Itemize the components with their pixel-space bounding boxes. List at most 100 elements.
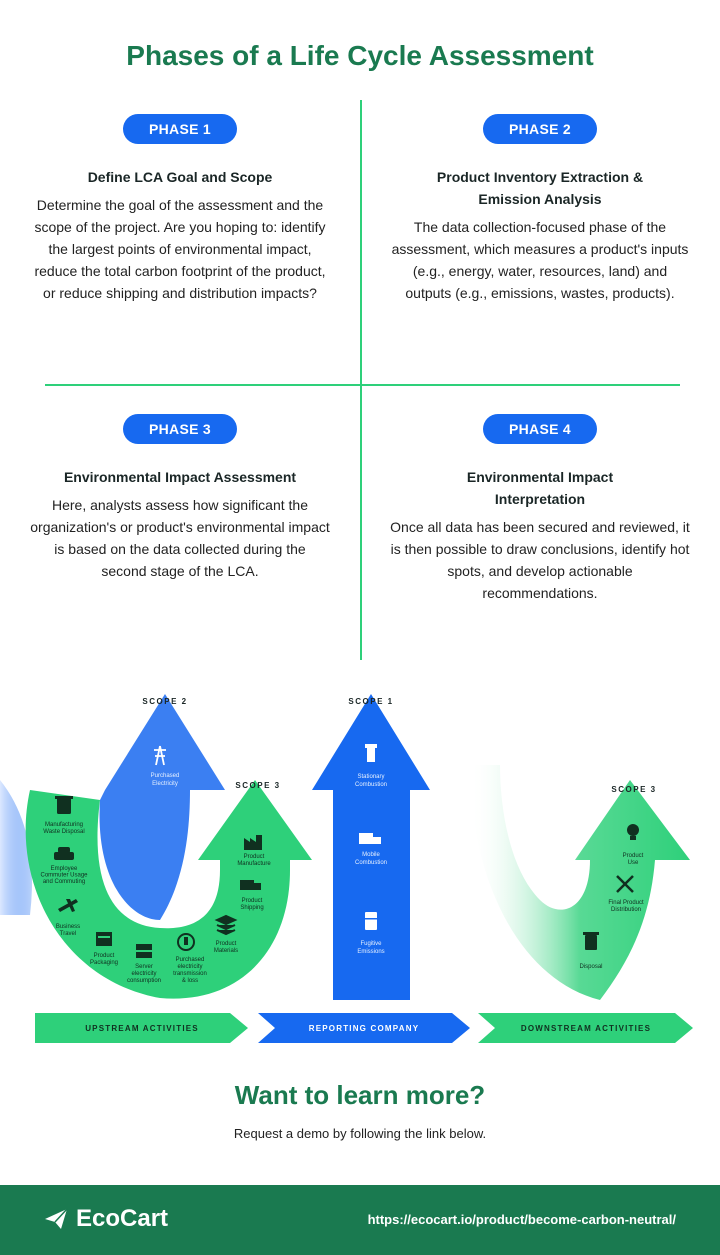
band-upstream [35,1013,248,1043]
phase-3-description: Here, analysts assess how significant th… [30,497,330,579]
factory-icon [244,835,262,850]
phase-2-card: PHASE 2 Product Inventory Extraction & E… [390,114,690,304]
scope-diagram: SCOPE 2 SCOPE 1 SCOPE 3 SCOPE 3 Purchase… [0,694,693,1043]
disposal-bin-icon [583,932,599,950]
band-reporting-label: REPORTING COMPANY [309,1024,419,1033]
waste-label-1: Manufacturing [45,822,83,828]
footer-link[interactable]: https://ecocart.io/product/become-carbon… [367,1212,676,1227]
distribution-arrows-icon [616,875,634,893]
employee-label-3: and Commuting [43,879,85,885]
phase-2-description: The data collection-focused phase of the… [391,219,689,301]
business-travel-label-2: Travel [60,931,76,937]
grid-divider-vertical [360,100,362,660]
mobile-label-2: Combustion [355,860,387,866]
airplane-icon [58,899,78,912]
packaging-label-1: Product [94,953,115,959]
purchased-elec-tl-label-1: Purchased [176,957,205,963]
purchased-electricity-label-2: Electricity [152,781,178,787]
shipping-label-2: Shipping [240,905,263,911]
package-box-icon [96,932,112,946]
scope3-downstream-label: SCOPE 3 [611,785,656,794]
band-upstream-label: UPSTREAM ACTIVITIES [85,1024,199,1033]
paper-plane-leaf-icon [45,1208,68,1229]
brand-name: EcoCart [76,1205,169,1232]
power-plug-icon [177,933,195,951]
stationary-label-1: Stationary [357,774,384,780]
packaging-label-2: Packaging [90,960,118,966]
trash-bin-icon [55,796,73,814]
scope1-label: SCOPE 1 [348,697,393,706]
phase-2-title: Product Inventory Extraction & Emission … [436,169,644,207]
employee-label-1: Employee [51,866,78,872]
car-icon [54,847,74,860]
footer: EcoCart https://ecocart.io/product/becom… [0,1185,720,1255]
server-icon [136,944,152,958]
fugitive-label-1: Fugitive [360,941,382,947]
refrigerator-icon [365,912,377,930]
cta-heading: Want to learn more? [234,1080,486,1110]
phase-3-title: Environmental Impact Assessment [63,469,297,485]
purchased-elec-tl-label-3: transmission [173,971,207,977]
distribution-label-2: Distribution [611,907,641,913]
phase-1-badge: PHASE 1 [122,114,237,144]
scope3-downstream-arrow [470,765,690,1000]
purchased-elec-tl-label-4: & loss [182,978,198,984]
phase-3-badge: PHASE 3 [122,414,237,444]
scope2-arrow [99,694,225,920]
scope2-label: SCOPE 2 [142,697,187,706]
stationary-combustion-icon [365,744,377,762]
use-label-1: Product [623,853,644,859]
phase-3-card: PHASE 3 Environmental Impact Assessment … [30,414,330,582]
manufacture-label-1: Product [244,854,265,860]
band-downstream [478,1013,693,1043]
band-reporting [258,1013,470,1043]
layers-icon [214,914,238,936]
left-blue-fade [0,780,32,915]
cta-subtext: Request a demo by following the link bel… [233,1126,487,1141]
brand-logo[interactable]: EcoCart [44,1205,168,1233]
materials-label-2: Materials [214,948,238,954]
phase-1-card: PHASE 1 Define LCA Goal and Scope Determ… [30,114,330,304]
waste-label-2: Waste Disposal [43,829,84,835]
disposal-label: Disposal [579,964,602,970]
page-title: Phases of a Life Cycle Assessment [126,40,594,71]
phase-4-badge: PHASE 4 [482,414,597,444]
phase-1-title: Define LCA Goal and Scope [87,169,273,185]
purchased-elec-tl-label-2: electricity [177,964,202,970]
shipping-label-1: Product [242,898,263,904]
band-downstream-label: DOWNSTREAM ACTIVITIES [521,1024,651,1033]
use-label-2: Use [628,860,639,866]
manufacture-label-2: Manufacture [237,861,271,867]
scope1-arrow [312,694,430,1000]
fugitive-label-2: Emissions [357,949,384,955]
materials-label-1: Product [216,941,237,947]
business-travel-label-1: Business [56,924,80,930]
employee-label-2: Commuter Usage [40,873,88,879]
grid-divider-horizontal [45,384,680,386]
server-label-3: consumption [127,978,161,984]
server-label-1: Server [135,964,153,970]
phase-2-badge: PHASE 2 [482,114,597,144]
truck-icon [240,880,261,890]
mobile-label-1: Mobile [362,852,380,858]
server-label-2: electricity [131,971,156,977]
electricity-tower-icon [154,745,166,766]
scope3-upstream-label: SCOPE 3 [235,781,280,790]
phase-1-description: Determine the goal of the assessment and… [34,197,326,301]
phase-4-title: Environmental Impact Interpretation [466,469,614,507]
lightbulb-icon [627,824,639,840]
phase-4-card: PHASE 4 Environmental Impact Interpretat… [390,414,690,604]
